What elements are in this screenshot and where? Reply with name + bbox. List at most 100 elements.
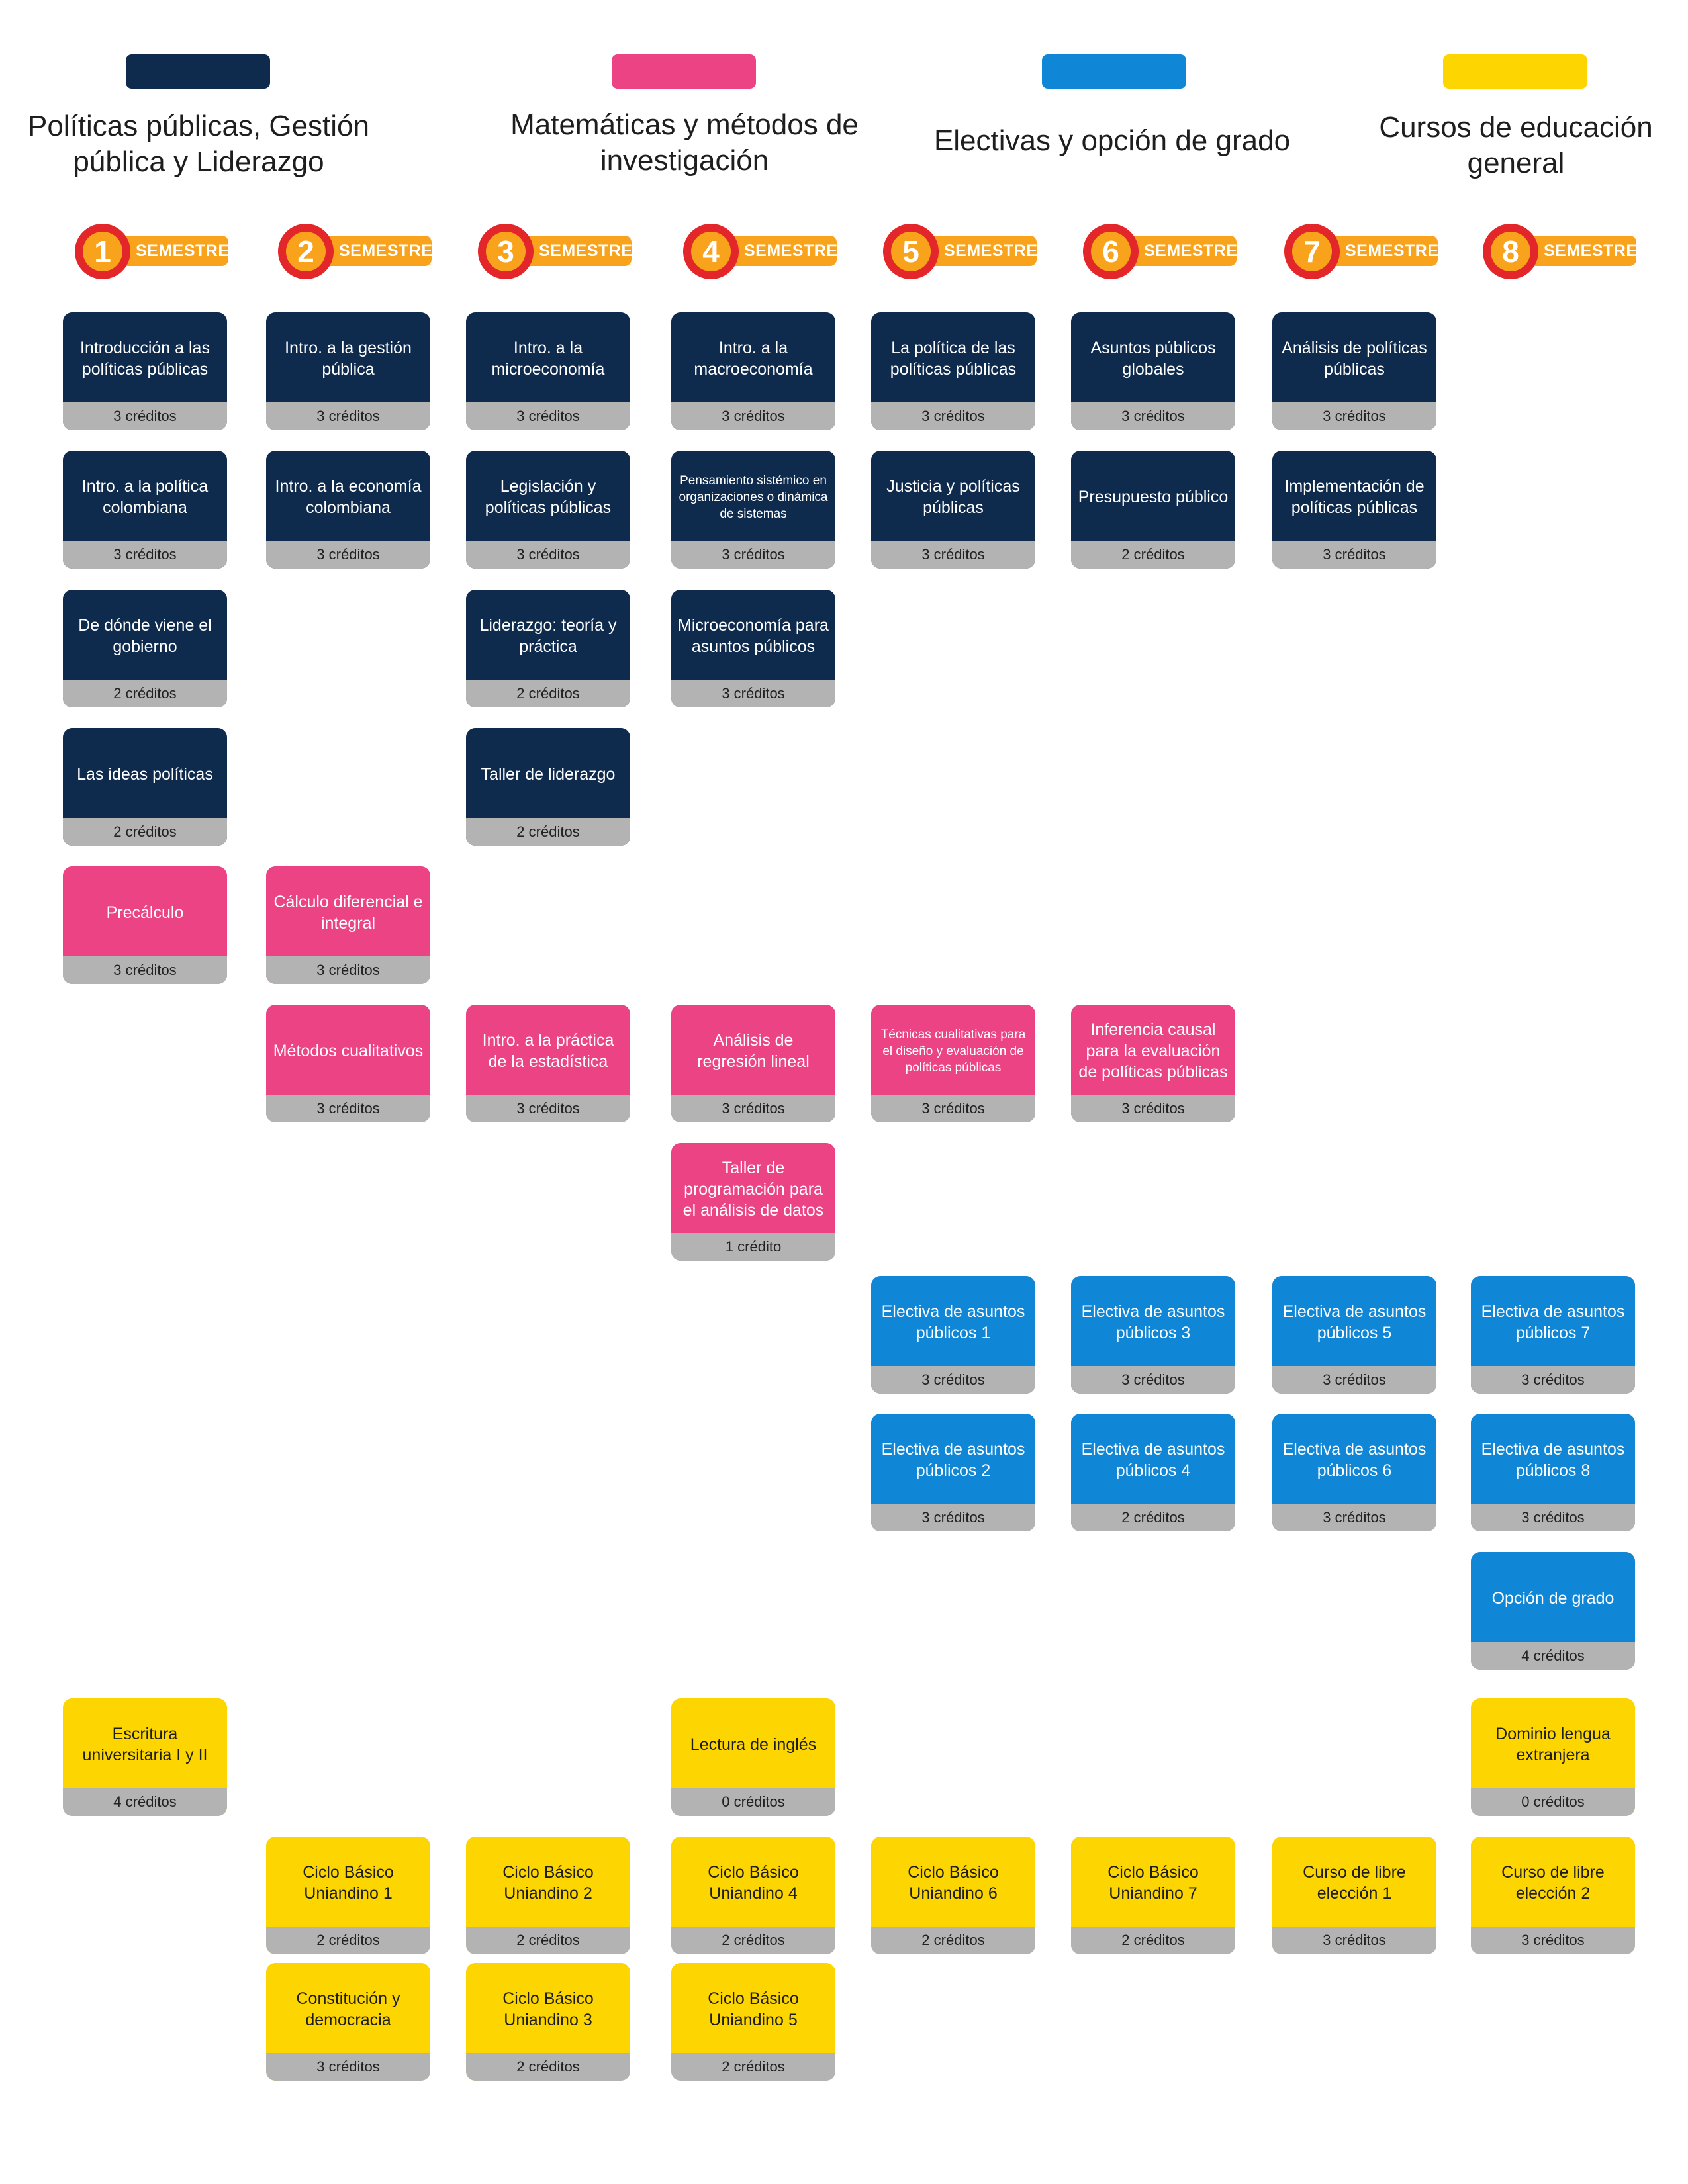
course-title: Curso de libre elección 1: [1303, 1863, 1406, 1903]
course-card[interactable]: Técnicas cualitativas para el diseño y e…: [871, 1005, 1035, 1122]
course-title: Intro. a la gestión pública: [285, 339, 412, 379]
course-credits: 3 créditos: [1071, 1366, 1235, 1394]
semester-badge: 2: [278, 224, 334, 279]
course-title: Análisis de políticas públicas: [1282, 339, 1427, 379]
course-title: Lectura de inglés: [690, 1735, 817, 1754]
course-credits: 3 créditos: [1272, 1366, 1436, 1394]
course-credits: 4 créditos: [63, 1788, 227, 1816]
course-title: Las ideas políticas: [77, 765, 213, 784]
course-credits: 3 créditos: [266, 402, 430, 430]
semester-badge: 6: [1083, 224, 1139, 279]
semester-number: 7: [1292, 232, 1332, 271]
course-title: De dónde viene el gobierno: [78, 616, 212, 656]
course-title: Electiva de asuntos públicos 7: [1481, 1302, 1625, 1342]
course-credits: 3 créditos: [63, 402, 227, 430]
semester-number: 3: [486, 232, 526, 271]
legend-bar-educacion-general: [1443, 54, 1587, 89]
course-title: Precálculo: [106, 903, 184, 922]
course-card[interactable]: Pensamiento sistémico en organizaciones …: [671, 451, 835, 569]
legend-bar-politicas: [126, 54, 270, 89]
course-title: Liderazgo: teoría y práctica: [479, 616, 617, 656]
semester-number: 1: [83, 232, 122, 271]
course-title: Intro. a la política colombiana: [81, 477, 209, 517]
course-card[interactable]: Taller de programación para el análisis …: [671, 1143, 835, 1261]
course-card[interactable]: Intro. a la gestión pública 3 créditos: [266, 312, 430, 430]
legend-bar-matematicas: [612, 54, 756, 89]
course-title: Electiva de asuntos públicos 2: [881, 1440, 1025, 1480]
course-credits: 2 créditos: [671, 1927, 835, 1954]
course-title: Ciclo Básico Uniandino 7: [1107, 1863, 1199, 1903]
course-card[interactable]: Inferencia causal para la evaluación de …: [1071, 1005, 1235, 1122]
legend-label-educacion-general: Cursos de educación general: [1379, 111, 1653, 179]
course-title: Opción de grado: [1491, 1589, 1615, 1608]
course-title: Introducción a las políticas públicas: [80, 339, 210, 379]
course-card[interactable]: Análisis de políticas públicas 3 créditos: [1272, 312, 1436, 430]
semester-badge: 3: [478, 224, 534, 279]
course-title: Electiva de asuntos públicos 1: [881, 1302, 1025, 1342]
course-credits: 0 créditos: [1471, 1788, 1635, 1816]
course-credits: 2 créditos: [871, 1927, 1035, 1954]
course-title: Técnicas cualitativas para el diseño y e…: [880, 1027, 1026, 1075]
course-credits: 3 créditos: [1272, 402, 1436, 430]
course-card[interactable]: Introducción a las políticas públicas 3 c…: [63, 312, 227, 430]
course-credits: 3 créditos: [266, 2053, 430, 2081]
course-title: Intro. a la macroeconomía: [694, 339, 813, 379]
course-credits: 2 créditos: [1071, 1504, 1235, 1531]
legend-bar-electivas: [1042, 54, 1186, 89]
course-credits: 3 créditos: [871, 1095, 1035, 1122]
course-title: Intro. a la práctica de la estadística: [482, 1031, 614, 1071]
course-credits: 2 créditos: [466, 2053, 630, 2081]
course-title: Intro. a la economía colombiana: [275, 477, 422, 517]
semester-number: 2: [286, 232, 326, 271]
course-title: Microeconomía para asuntos públicos: [678, 616, 829, 656]
course-title: La política de las políticas públicas: [890, 339, 1017, 379]
course-title: Justicia y políticas públicas: [886, 477, 1020, 517]
course-title: Análisis de regresión lineal: [697, 1031, 810, 1071]
course-title: Curso de libre elección 2: [1501, 1863, 1605, 1903]
